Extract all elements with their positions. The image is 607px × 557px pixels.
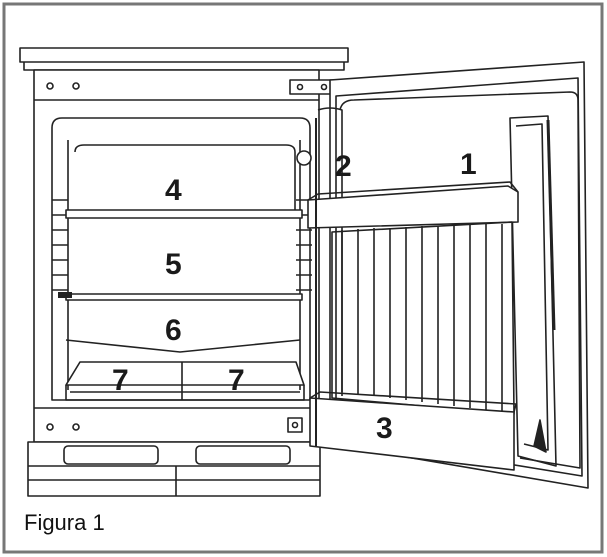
vent-grille-left [63,445,159,465]
callout-5: 5 [165,248,182,281]
door-ribs [341,224,503,412]
crisper-drawers [65,361,305,386]
lower-shelf [65,293,303,301]
callout-1: 1 [460,148,477,181]
cabinet-top [19,47,349,63]
callout-6: 6 [165,314,182,347]
bottle-shelf [309,397,515,471]
upper-shelf [65,209,303,219]
callout-3: 3 [376,412,393,445]
door-bar [307,185,519,229]
callout-7-right: 7 [228,364,245,397]
crisper-cover [65,339,301,353]
callout-4: 4 [165,174,182,207]
vent-grille-right [195,445,291,465]
thermostat-knob [296,150,312,166]
interior-cavity [51,117,311,401]
callout-2: 2 [335,150,352,183]
open-door [329,61,589,489]
figure-caption: Figura 1 [24,510,105,535]
callout-7-left: 7 [112,364,129,397]
